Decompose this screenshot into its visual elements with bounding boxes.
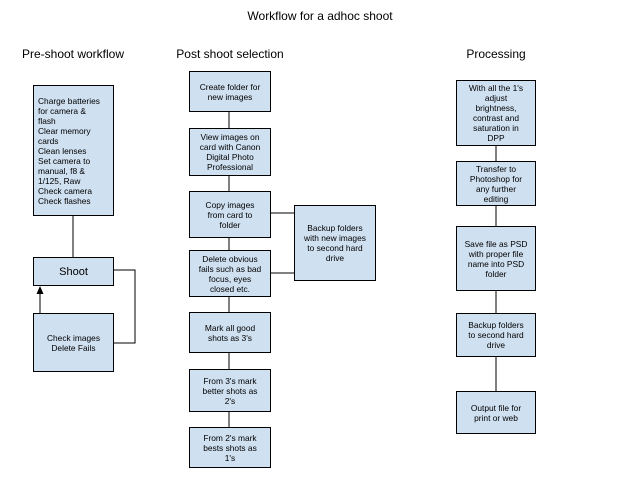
box-view-images: View images on card with Canon Digital P… [189, 128, 271, 176]
box-backup-processing: Backup folders to second hard drive [456, 313, 536, 357]
box-shoot: Shoot [33, 257, 114, 286]
box-copy-images: Copy images from card to folder [189, 191, 271, 238]
heading-processing: Processing [466, 47, 526, 61]
box-preparation: Charge batteries for camera & flash Clea… [33, 85, 114, 216]
box-mark-3s: Mark all good shots as 3's [189, 312, 271, 353]
box-create-folder: Create folder for new images [189, 71, 271, 112]
box-save-psd: Save file as PSD with proper file name i… [456, 226, 536, 291]
box-transfer-photoshop: Transfer to Photoshop for any further ed… [456, 161, 536, 206]
box-mark-2s: From 3's mark better shots as 2's [189, 369, 271, 412]
heading-pre-shoot: Pre-shoot workflow [21, 47, 125, 61]
heading-post-shoot: Post shoot selection [176, 47, 284, 61]
box-check-images: Check images Delete Fails [33, 313, 114, 372]
arrowhead-up [36, 286, 44, 294]
box-mark-1s: From 2's mark bests shots as 1's [189, 427, 271, 468]
box-backup-new-images: Backup folders with new images to second… [294, 205, 376, 281]
connector-shoot-to-check [113, 269, 136, 344]
box-adjust-dpp: With all the 1's adjust brightness, cont… [456, 80, 536, 146]
diagram-title: Workflow for a adhoc shoot [247, 9, 393, 23]
box-output-file: Output file for print or web [456, 391, 536, 434]
box-delete-fails: Delete obvious fails such as bad focus, … [189, 250, 271, 297]
